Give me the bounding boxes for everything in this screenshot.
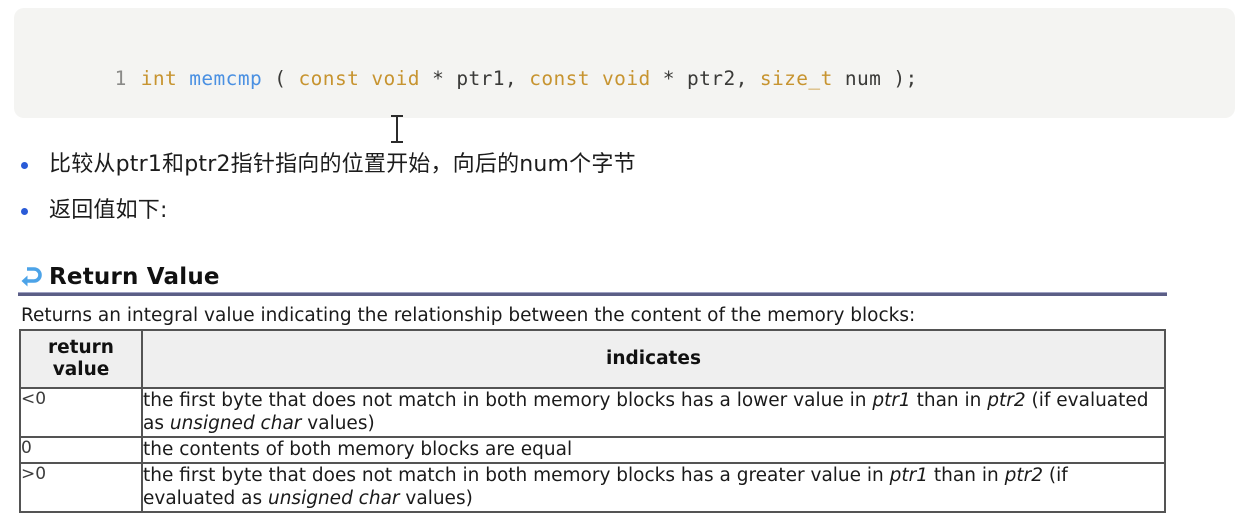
code-line: 1 int memcmp ( const void * ptr1, const v…	[66, 49, 918, 108]
bullet-dot-icon	[21, 207, 28, 215]
code-token-plain: * ptr1,	[432, 66, 530, 90]
list-item: 比较从ptr1和ptr2指针指向的位置开始，向后的num个字节	[14, 150, 1114, 180]
ibeam-stem	[396, 116, 398, 142]
text-cursor-ibeam	[391, 114, 403, 144]
plain-text: the first byte that does not match in bo…	[143, 464, 890, 486]
column-header-return-value-line1: return	[48, 337, 114, 358]
emphasis-text: ptr1	[872, 389, 911, 411]
emphasis-text: ptr2	[1004, 464, 1043, 486]
list-item-label: 比较从ptr1和ptr2指针指向的位置开始，向后的num个字节	[49, 152, 636, 177]
cell-return-value: >0	[19, 461, 143, 514]
page-title: Return Value	[49, 264, 220, 290]
cell-indicates: the first byte that does not match in bo…	[141, 461, 1166, 514]
plain-text: than in	[910, 389, 988, 411]
column-header-return-value: return value	[19, 329, 143, 389]
code-token-plain: * ptr2,	[662, 66, 760, 90]
code-token-plain: (	[274, 66, 299, 90]
plain-text: values)	[301, 413, 375, 435]
plain-text: values)	[399, 488, 473, 510]
cell-indicates: the first byte that does not match in bo…	[141, 386, 1166, 439]
notes-list: 比较从ptr1和ptr2指针指向的位置开始，向后的num个字节 返回值如下:	[14, 150, 1114, 241]
cell-return-value: 0	[19, 436, 143, 464]
plain-text: the first byte that does not match in bo…	[143, 389, 873, 411]
code-block: 1 int memcmp ( const void * ptr1, const v…	[14, 8, 1235, 118]
list-item-label: 返回值如下:	[49, 197, 168, 223]
code-token-keyword: const void	[298, 66, 433, 90]
plain-text: (if evaluated as	[143, 464, 1068, 510]
code-token-function: memcmp	[189, 66, 275, 90]
plain-text: (if evaluated as	[143, 389, 1149, 435]
emphasis-text: ptr2	[987, 389, 1026, 411]
plain-text: the contents of both memory blocks are e…	[143, 439, 573, 460]
return-value-intro: Returns an integral value indicating the…	[21, 305, 916, 326]
emphasis-text: unsigned char	[169, 413, 302, 435]
code-tokens: int memcmp ( const void * ptr1, const vo…	[141, 67, 918, 90]
table-header-row: return value indicates	[19, 329, 1166, 389]
cell-return-value: <0	[19, 386, 143, 439]
list-item: 返回值如下:	[14, 196, 1114, 226]
code-token-plain: num );	[844, 66, 918, 90]
return-value-heading: Return Value	[18, 264, 220, 290]
code-token-keyword: size_t	[759, 66, 845, 90]
heading-divider	[18, 292, 1167, 296]
emphasis-text: unsigned char	[267, 488, 400, 510]
code-token-keyword: int	[140, 66, 190, 90]
ibeam-bottom-bar	[391, 141, 403, 143]
code-token-keyword: const void	[529, 66, 663, 90]
cell-indicates: the contents of both memory blocks are e…	[141, 436, 1166, 464]
emphasis-text: ptr1	[889, 464, 929, 486]
bullet-dot-icon	[21, 162, 28, 169]
column-header-return-value-line2: value	[52, 358, 110, 380]
column-header-indicates: indicates	[141, 329, 1166, 389]
line-number: 1	[114, 66, 127, 90]
plain-text: than in	[928, 464, 1005, 486]
return-arrow-icon	[21, 267, 42, 287]
